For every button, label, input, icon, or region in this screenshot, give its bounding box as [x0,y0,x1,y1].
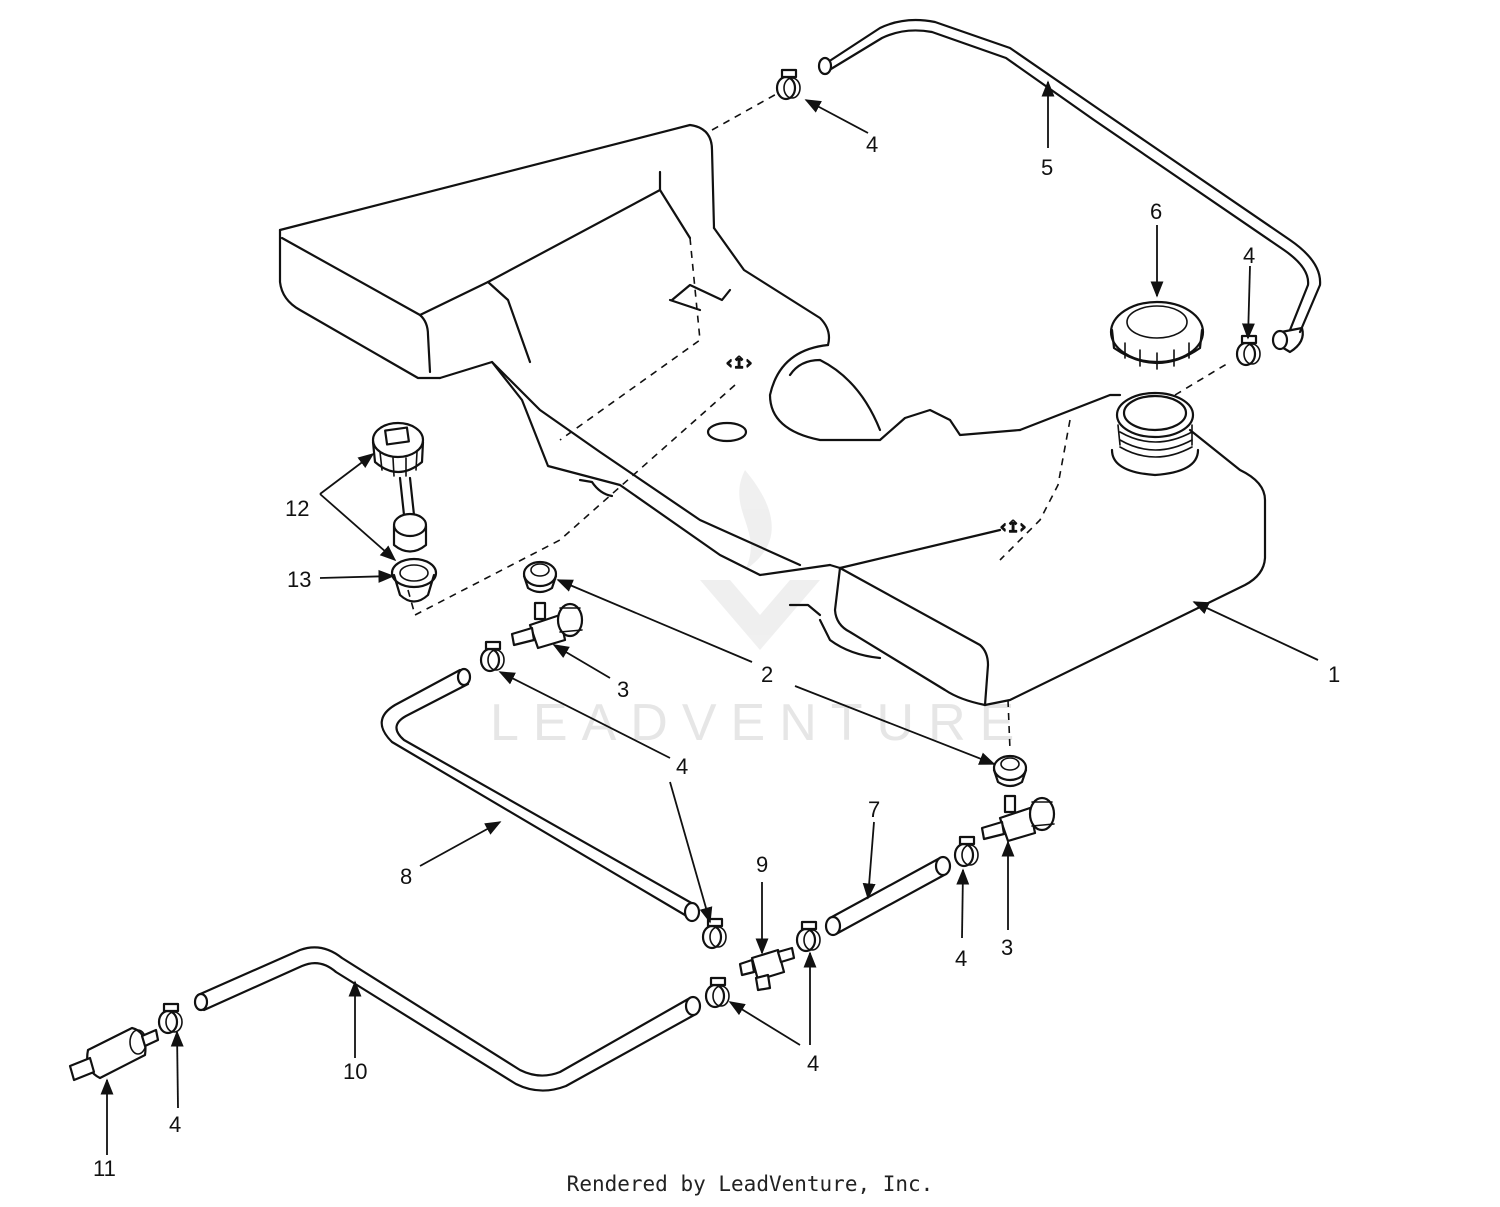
callout-4: 4 [955,946,967,971]
callout-4: 4 [1243,243,1255,268]
callout-2: 2 [761,662,773,687]
assembly-line-a [711,91,781,131]
tank-grommet-2 [522,560,558,594]
callout-leaders [100,80,1319,1155]
hose-clamp [1235,334,1261,367]
fuel-tank: ‹↥› ‹↥› [278,123,1267,707]
callout-9: 9 [756,852,768,877]
callout-10: 10 [343,1059,367,1084]
fuel-filter-11 [68,1026,160,1082]
fuel-gauge-12 [371,421,428,553]
assembly-line-b [1174,361,1231,396]
callout-3: 3 [1001,935,1013,960]
grommet-13 [390,557,438,603]
hose-clamp [704,976,730,1009]
tank-grommet-2 [992,754,1028,788]
svg-text:‹↥›: ‹↥› [1000,517,1026,536]
callout-8: 8 [400,864,412,889]
callout-labels: 1 2 3 3 4 4 4 4 4 4 4 5 6 7 8 9 10 11 12… [93,132,1340,1181]
assembly-line-c [1007,699,1011,751]
fuel-hose-8 [380,667,701,923]
assembly-line-d [407,384,736,617]
callout-4: 4 [676,754,688,779]
fuel-hose-10 [193,946,702,1092]
callout-6: 6 [1150,199,1162,224]
callout-12: 12 [285,496,309,521]
callout-1: 1 [1328,662,1340,687]
callout-11: 11 [93,1156,116,1181]
callout-3: 3 [617,677,629,702]
callout-4: 4 [866,132,878,157]
watermark-logo [700,470,820,650]
callout-4: 4 [169,1112,181,1137]
callout-7: 7 [868,797,880,822]
svg-text:‹↥›: ‹↥› [726,353,752,372]
hose-clamp [775,68,801,101]
tee-fitting-9 [738,946,796,992]
hose-clamp [157,1002,183,1035]
shutoff-valve-3 [510,601,584,650]
callout-5: 5 [1041,155,1053,180]
vent-hose-5 [817,18,1322,354]
hose-clamp [795,920,821,953]
hose-clamp [701,917,727,950]
fuel-cap-6 [1109,300,1205,370]
footer-credit: Rendered by LeadVenture, Inc. [566,1172,934,1196]
callout-4: 4 [807,1051,819,1076]
hose-clamp [479,640,505,673]
watermark-text: LEADVENTURE [490,694,1028,752]
hose-clamp [953,835,979,868]
fuel-hose-7 [824,855,952,937]
shutoff-valve-3 [980,794,1056,843]
callout-13: 13 [287,567,311,592]
